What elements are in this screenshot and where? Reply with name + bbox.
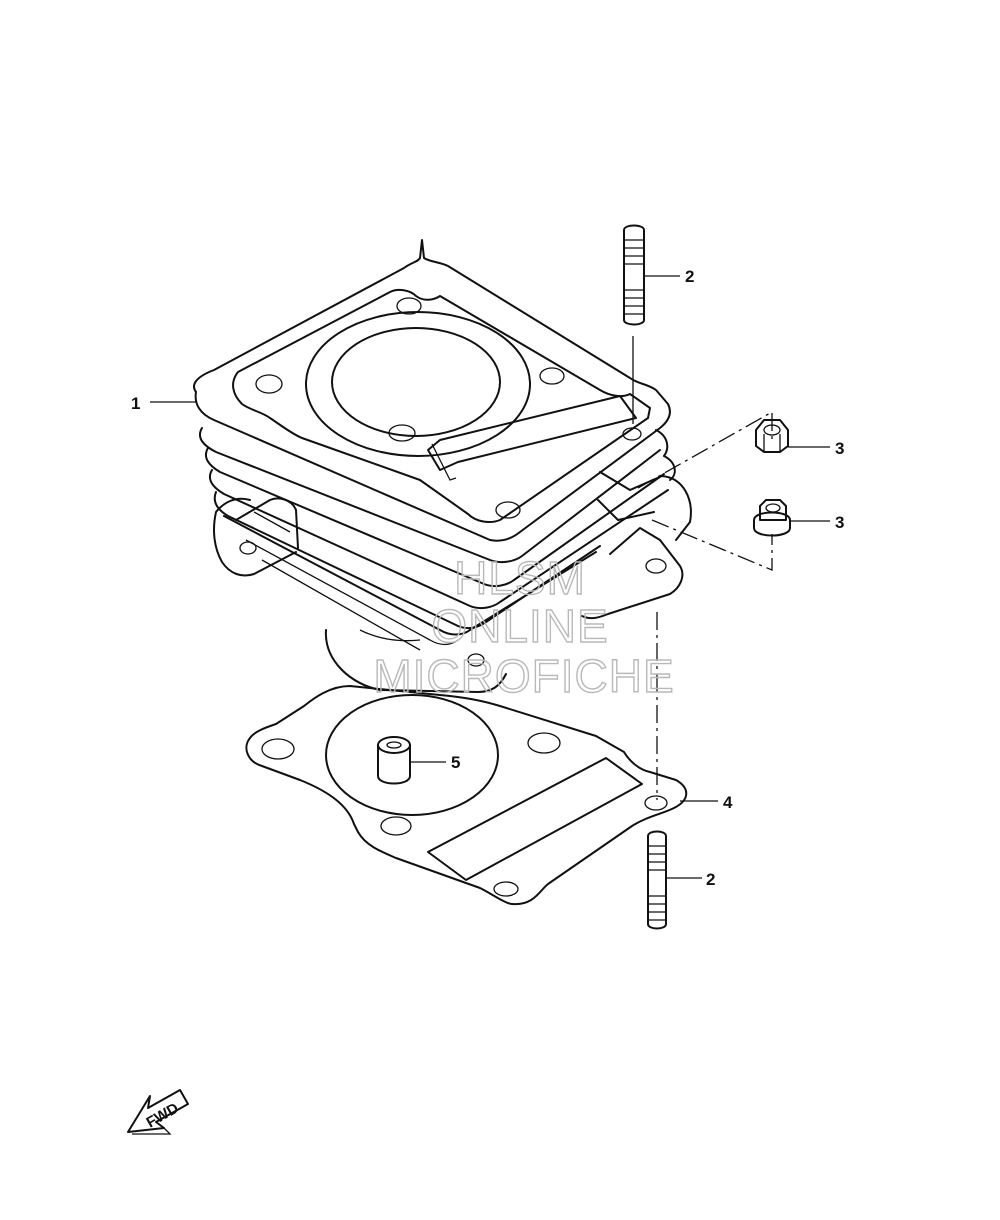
callout-3-lower: 3 [835, 513, 844, 532]
stud-bolt-lower[interactable] [647, 830, 667, 930]
watermark-line-1: HLSM [454, 552, 586, 604]
callout-2-lower: 2 [706, 870, 715, 889]
callout-5: 5 [451, 753, 460, 772]
dowel-pin[interactable] [377, 736, 411, 785]
watermark-line-2: ONLINE [431, 600, 608, 652]
watermark: HLSM ONLINE MICROFICHE [373, 551, 675, 702]
watermark-line-3: MICROFICHE [373, 650, 674, 702]
flange-nut-lower[interactable] [753, 499, 791, 537]
callout-3-upper: 3 [835, 439, 844, 458]
cylinder-base-gasket[interactable] [245, 685, 688, 906]
callout-1: 1 [131, 394, 140, 413]
callout-2-upper: 2 [685, 267, 694, 286]
fwd-arrow-icon: FWD [127, 1089, 189, 1135]
callout-4: 4 [723, 793, 733, 812]
nut-bracket-lower [651, 519, 773, 571]
nut-bracket-upper [637, 410, 773, 489]
cylinder-part[interactable] [193, 239, 692, 693]
stud-bolt-upper[interactable] [623, 224, 645, 326]
